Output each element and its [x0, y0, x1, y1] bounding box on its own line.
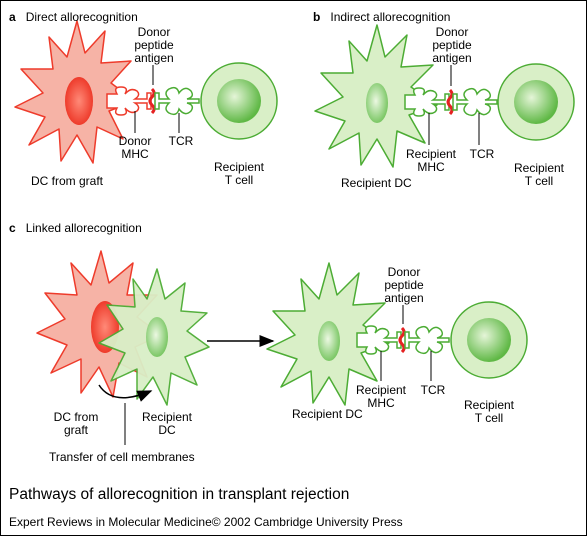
recipient-dc-nucleus: [318, 321, 340, 361]
recipient-mhc-molecule: [404, 87, 450, 117]
panel-c-heading: c Linked allorecognition: [9, 221, 142, 235]
tcr-label: TCR: [168, 134, 194, 148]
tcr-label: TCR: [420, 383, 446, 397]
tcr-molecule: [154, 86, 200, 116]
tcr-label: TCR: [469, 147, 495, 161]
recipient-dc-label: Recipient DC: [292, 407, 363, 421]
peptide-antigen: [148, 87, 156, 115]
panel-b: [314, 24, 575, 168]
recipient-t-cell: [497, 63, 575, 141]
donor-dc-nucleus: [65, 77, 93, 125]
peptide-antigen: [446, 88, 454, 116]
recipient-t-cell: [450, 301, 528, 379]
figure-caption: Pathways of allorecognition in transplan…: [9, 486, 350, 503]
peptide-antigen: [398, 326, 406, 354]
transfer-arrow: [98, 384, 153, 402]
donor-mhc-molecule: [106, 86, 152, 116]
panel-a-heading: a Direct allorecognition: [9, 10, 138, 24]
tcr-molecule: [452, 87, 498, 117]
panel-c-presentation: [266, 262, 528, 406]
recipient-mhc-molecule: [356, 325, 402, 355]
recipient-dc-nucleus: [146, 317, 168, 357]
copyright-credit: Expert Reviews in Molecular Medicine© 20…: [9, 515, 403, 529]
recipient-dc-label: Recipient DC: [341, 176, 412, 190]
transfer-of-cell-membranes-label: Transfer of cell membranes: [49, 450, 195, 464]
dc-from-graft-label: DC from graft: [31, 174, 104, 188]
tcr-molecule: [404, 325, 450, 355]
panel-a: [14, 20, 278, 164]
recipient-dc-nucleus: [366, 83, 388, 123]
panel-c-transfer: [36, 250, 210, 445]
panel-b-heading: b Indirect allorecognition: [313, 10, 451, 24]
recipient-t-cell: [200, 62, 278, 140]
